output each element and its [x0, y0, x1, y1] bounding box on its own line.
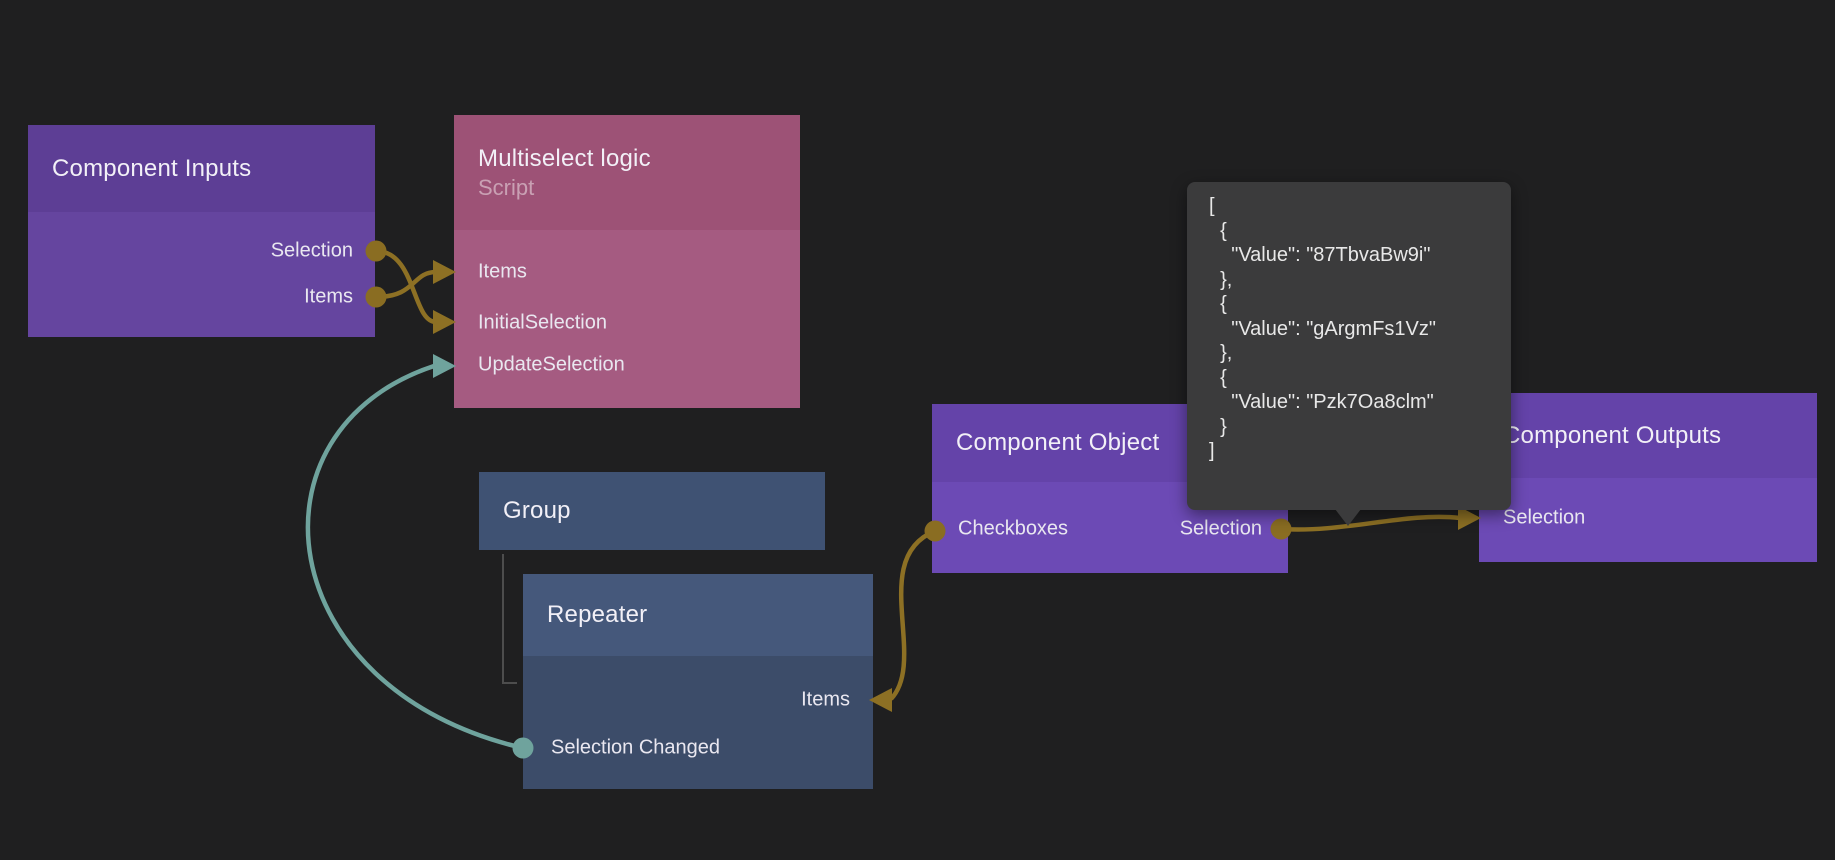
port-selection-input[interactable]: Selection: [1503, 506, 1586, 529]
node-body: Items InitialSelection UpdateSelection: [454, 230, 800, 408]
port-items-output[interactable]: Items: [304, 285, 353, 308]
node-component-inputs[interactable]: Component Inputs Selection Items: [28, 125, 375, 337]
port-items-input[interactable]: Items: [478, 260, 527, 283]
node-header[interactable]: Multiselect logic Script: [454, 115, 800, 230]
wire-checkboxes-to-repeater-items[interactable]: [889, 528, 936, 701]
node-body: Selection Items: [28, 212, 375, 337]
node-header[interactable]: Component Inputs: [28, 125, 375, 212]
node-group[interactable]: Group: [479, 472, 825, 550]
node-title: Component Inputs: [52, 154, 252, 182]
node-header[interactable]: Group: [479, 472, 825, 550]
node-header[interactable]: Component Outputs: [1479, 393, 1817, 478]
wire-object-selection-to-outputs-selection[interactable]: [1280, 514, 1461, 532]
node-body: Items Selection Changed: [523, 656, 873, 789]
node-component-outputs[interactable]: Component Outputs Selection: [1479, 393, 1817, 562]
node-multiselect-logic[interactable]: Multiselect logic Script Items InitialSe…: [454, 115, 800, 408]
port-selection-changed-output[interactable]: Selection Changed: [551, 736, 721, 759]
arrow-updateselection-input[interactable]: [433, 354, 456, 378]
json-preview-tooltip: [ { "Value": "87TbvaBw9i" }, { "Value": …: [1187, 182, 1511, 510]
port-selection-output[interactable]: Selection: [1179, 517, 1262, 540]
wire-selection-to-initialselection[interactable]: [375, 248, 437, 325]
node-repeater[interactable]: Repeater Items Selection Changed: [523, 574, 873, 789]
json-preview-text: [ { "Value": "87TbvaBw9i" }, { "Value": …: [1209, 195, 1436, 462]
node-body: Selection: [1479, 478, 1817, 562]
port-initialselection-input[interactable]: InitialSelection: [478, 311, 607, 334]
node-title: Component Outputs: [1503, 421, 1722, 449]
port-items-input[interactable]: Items: [801, 688, 850, 711]
tooltip-tail: [1335, 509, 1361, 526]
port-updateselection-input[interactable]: UpdateSelection: [478, 353, 625, 376]
node-title: Group: [503, 497, 571, 524]
wire-selection-changed-to-updateselection[interactable]: [305, 363, 524, 751]
arrow-initialselection-input[interactable]: [433, 310, 456, 334]
node-title: Repeater: [547, 601, 648, 628]
hierarchy-line: [502, 554, 517, 684]
node-title: Multiselect logic: [478, 145, 651, 172]
arrow-items-input[interactable]: [433, 260, 456, 284]
port-selection-output[interactable]: Selection: [270, 239, 353, 262]
port-checkboxes-output[interactable]: Checkboxes: [958, 517, 1069, 540]
wire-items-to-items[interactable]: [375, 269, 437, 300]
node-title: Component Object: [956, 429, 1160, 456]
node-header[interactable]: Repeater: [523, 574, 873, 656]
node-subtitle: Script: [478, 175, 535, 200]
